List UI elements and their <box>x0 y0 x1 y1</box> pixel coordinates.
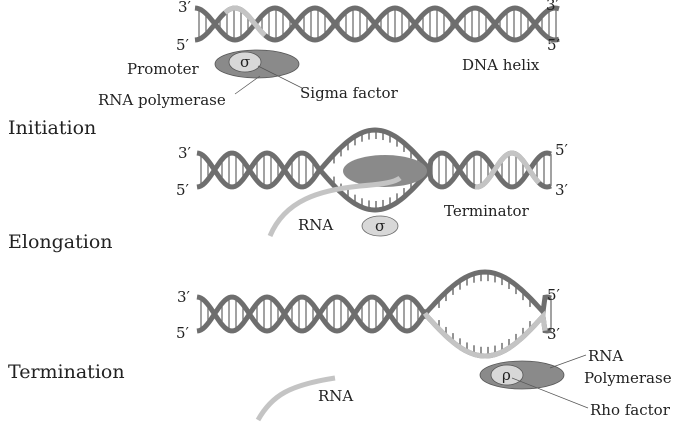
label-5prime: 5′ <box>176 36 190 54</box>
sigma-symbol: σ <box>240 53 250 71</box>
sigma-symbol: σ <box>375 217 385 235</box>
label-3prime: 3′ <box>178 0 192 16</box>
stage-elongation: Elongation <box>8 231 113 253</box>
rna-strand <box>267 175 402 238</box>
label-3prime: 3′ <box>546 0 560 14</box>
label-5prime: 5′ <box>547 286 561 304</box>
promoter-region <box>223 5 267 38</box>
label-3prime: 3′ <box>555 181 569 199</box>
rna-label: RNA <box>298 216 333 234</box>
terminator-label: Terminator <box>444 202 530 220</box>
rho-symbol: ρ <box>502 366 511 384</box>
rho-factor-label: Rho factor <box>590 401 671 419</box>
rna-polymerase-label-line1: RNA <box>588 347 623 365</box>
rna-polymerase-label: RNA polymerase <box>98 91 226 109</box>
sigma-factor-label: Sigma factor <box>300 84 399 102</box>
label-5prime: 5′ <box>555 141 569 159</box>
label-3prime: 3′ <box>177 288 191 306</box>
promoter-label: Promoter <box>127 60 199 78</box>
rna-polymerase <box>343 155 427 187</box>
rho-factor <box>490 364 524 386</box>
dna-helix-top <box>194 5 560 43</box>
terminator-region <box>474 150 541 190</box>
sigma-factor <box>228 51 262 73</box>
rna-strand <box>255 375 336 422</box>
sigma-factor <box>361 215 399 237</box>
dna-strand-coding <box>196 294 552 359</box>
label-3prime: 3′ <box>547 325 561 343</box>
label-5prime: 5′ <box>176 324 190 342</box>
released-strand <box>422 310 548 359</box>
stage-initiation: Initiation <box>8 117 96 139</box>
label-3prime: 3′ <box>178 144 192 162</box>
dna-helix-label: DNA helix <box>462 56 540 74</box>
rna-polymerase-label-line2: Polymerase <box>584 369 672 387</box>
dna-helix-bottom <box>196 269 552 359</box>
label-5prime: 5′ <box>547 36 561 54</box>
rna-label: RNA <box>318 387 353 405</box>
dna-strand-template <box>196 127 552 190</box>
label-5prime: 5′ <box>176 181 190 199</box>
dna-strand-template <box>196 269 552 334</box>
stage-termination: Termination <box>8 361 125 383</box>
